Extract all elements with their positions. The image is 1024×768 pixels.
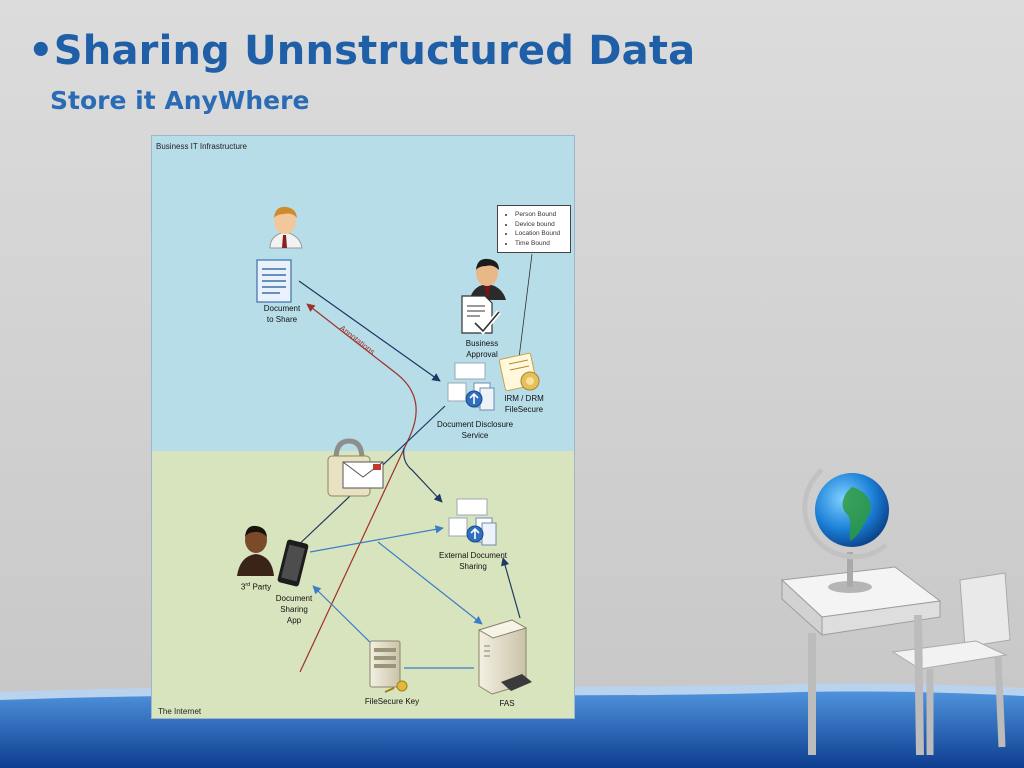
zone-business-it	[152, 136, 574, 451]
disclosure-service-icon	[447, 362, 495, 411]
arrow-fas-to-external	[501, 557, 521, 619]
document-icon	[256, 259, 292, 303]
external-sharing-icon	[448, 498, 497, 546]
arrow-app-to-external	[309, 525, 444, 553]
title-bullet: •	[28, 28, 54, 74]
title-text: Sharing Unnstructured Data	[53, 28, 696, 74]
binding-list-item: Location Bound	[515, 229, 566, 239]
binding-list-item: Device bound	[515, 220, 566, 230]
filesecure-key-server-icon	[369, 640, 408, 693]
label-filesecure-key: FileSecure Key	[364, 697, 420, 706]
slide-title: •Sharing Unnstructured Data	[28, 28, 695, 74]
user-icon	[269, 206, 303, 249]
diagram-graphics: Annotations	[237, 206, 540, 695]
tablet-icon	[277, 539, 309, 587]
sharing-diagram: Business IT Infrastructure The Internet	[151, 135, 575, 719]
label-fas: FAS	[499, 699, 515, 708]
business-user-icon	[470, 258, 506, 300]
callout-connector	[518, 253, 533, 359]
zone-label-business-it: Business IT Infrastructure	[156, 142, 247, 151]
approval-document-icon	[461, 295, 501, 335]
slide-subtitle: Store it AnyWhere	[50, 86, 310, 115]
binding-callout: Person Bound Device bound Location Bound…	[497, 205, 571, 253]
desk-globe-illustration	[780, 468, 1011, 756]
arrow-app-to-fas	[377, 541, 483, 625]
binding-list: Person Bound Device bound Location Bound…	[504, 210, 566, 248]
annotations-label: Annotations	[338, 323, 377, 356]
arrow-dds-to-external	[403, 447, 443, 503]
binding-list-item: Person Bound	[515, 210, 566, 220]
certificate-icon	[498, 352, 540, 392]
fas-server-icon	[477, 619, 532, 695]
third-party-user-icon	[237, 525, 274, 576]
padlock-envelope-icon	[327, 438, 384, 497]
zone-label-internet: The Internet	[158, 707, 202, 716]
binding-list-item: Time Bound	[515, 239, 566, 249]
arrow-annotations	[299, 303, 417, 673]
arrow-doc-to-dds	[298, 280, 441, 382]
label-third-party: 3rd Party	[240, 582, 272, 592]
